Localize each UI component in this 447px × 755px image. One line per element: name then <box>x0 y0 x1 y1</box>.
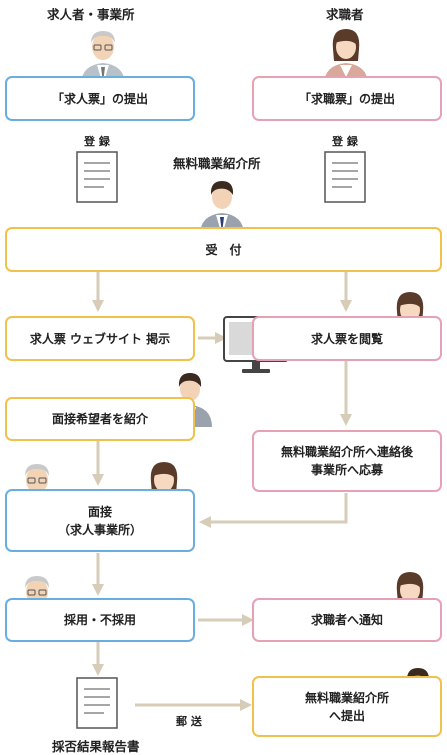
document-icon <box>76 677 118 729</box>
notify-box: 求職者へ通知 <box>252 598 442 642</box>
document-icon <box>76 151 118 203</box>
hire-decision-box: 採用・不採用 <box>5 598 195 642</box>
submit-agency-box: 無料職業紹介所 へ提出 <box>252 676 442 737</box>
report-label: 採否結果報告書 <box>52 739 140 754</box>
seeker-header: 求職者 <box>326 7 364 22</box>
reception-box: 受 付 <box>5 227 442 272</box>
arrow-icon <box>199 493 348 528</box>
register-label-right: 登 録 <box>332 135 358 148</box>
document-icon <box>324 151 366 203</box>
contact-apply-box: 無料職業紹介所へ連絡後 事業所へ応募 <box>252 430 442 492</box>
agency-label: 無料職業紹介所 <box>173 156 261 171</box>
seeker-submit-box: 「求職票」の提出 <box>252 76 442 121</box>
mail-label: 郵 送 <box>176 715 202 728</box>
interview-box: 面接 （求人事業所） <box>5 489 195 552</box>
post-website-box: 求人票 ウェブサイト 掲示 <box>5 316 195 361</box>
introduce-box: 面接希望者を紹介 <box>5 397 195 441</box>
employer-submit-box: 「求人票」の提出 <box>5 76 195 121</box>
browse-box: 求人票を閲覧 <box>252 316 442 361</box>
employer-header: 求人者・事業所 <box>47 7 135 22</box>
register-label-left: 登 録 <box>84 135 110 148</box>
